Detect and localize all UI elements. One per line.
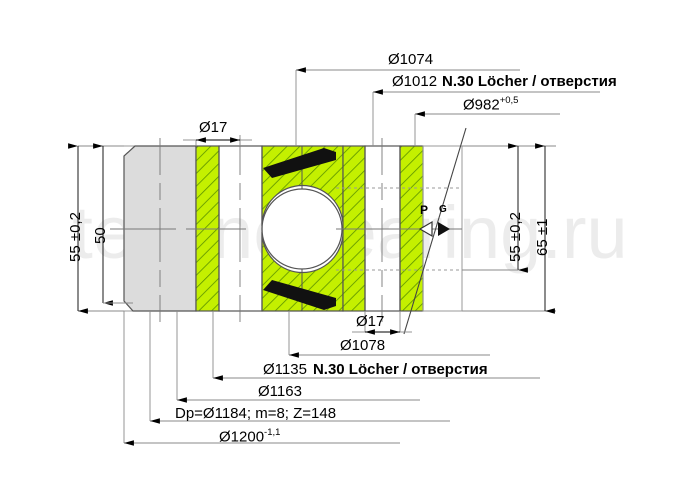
dim-label-d1012: Ø1012 — [392, 73, 438, 90]
dim-label-height-65: 65 ±1 — [534, 218, 551, 256]
hatched-band-mid-right — [342, 145, 366, 312]
dim-label-d1200-group: Ø1200-1,1 — [219, 428, 280, 445]
dim-label-d982-group: Ø982+0,5 — [463, 96, 518, 113]
hatched-band-left — [195, 145, 220, 312]
bottom-d17-dimension — [352, 311, 412, 335]
dim-label-d17-top: Ø17 — [199, 119, 228, 136]
surface-mark-label-p: P — [420, 203, 429, 217]
dim-label-height-55-left: 55 ±0,2 — [67, 212, 84, 262]
bearing-section-geometry — [110, 127, 467, 335]
dim-label-d17-bottom: Ø17 — [356, 313, 385, 330]
ball-pocket — [261, 188, 343, 270]
dim-note-d1135: N.30 Löcher / отверстия — [312, 361, 488, 378]
gap-bore-right — [364, 145, 401, 312]
open-triangle-icon — [418, 220, 433, 238]
seal-upper — [263, 148, 336, 178]
seal-lower — [263, 280, 336, 310]
dim-tol-d982: +0,5 — [499, 95, 519, 106]
right-dimension-lines — [462, 143, 556, 314]
dim-label-d982: Ø982 — [463, 96, 500, 114]
surface-mark-label-g: G — [439, 204, 447, 215]
dim-tol-d1200: -1,1 — [264, 427, 281, 438]
dim-label-d1135-group: Ø1135 N.30 Löcher / отверстия — [263, 362, 488, 378]
bottom-dimension-lines — [123, 311, 540, 446]
dim-label-d1078: Ø1078 — [340, 337, 386, 354]
hatched-band-right — [399, 145, 424, 312]
top-left-d17-dimension — [183, 135, 252, 146]
dim-note-d1012: N.30 Löcher / отверстия — [442, 73, 617, 90]
top-dimension-lines — [295, 67, 600, 146]
dim-label-height-55-right: 55 ±0,2 — [507, 212, 524, 262]
dim-label-d1200: Ø1200 — [219, 428, 265, 446]
dim-label-d1074: Ø1074 — [388, 51, 434, 68]
filled-triangle-icon — [438, 222, 450, 236]
section-cut-leader — [403, 127, 467, 335]
gap-bore-left — [218, 145, 263, 312]
left-dimension-lines — [68, 143, 133, 314]
dim-label-gear-data: Dp=Ø1184; m=8; Z=148 — [175, 405, 337, 422]
surface-finish-marks — [418, 220, 450, 238]
dim-label-d1135: Ø1135 — [263, 361, 307, 378]
dim-label-d1163: Ø1163 — [258, 383, 302, 400]
dim-label-height-50: 50 — [92, 227, 109, 244]
